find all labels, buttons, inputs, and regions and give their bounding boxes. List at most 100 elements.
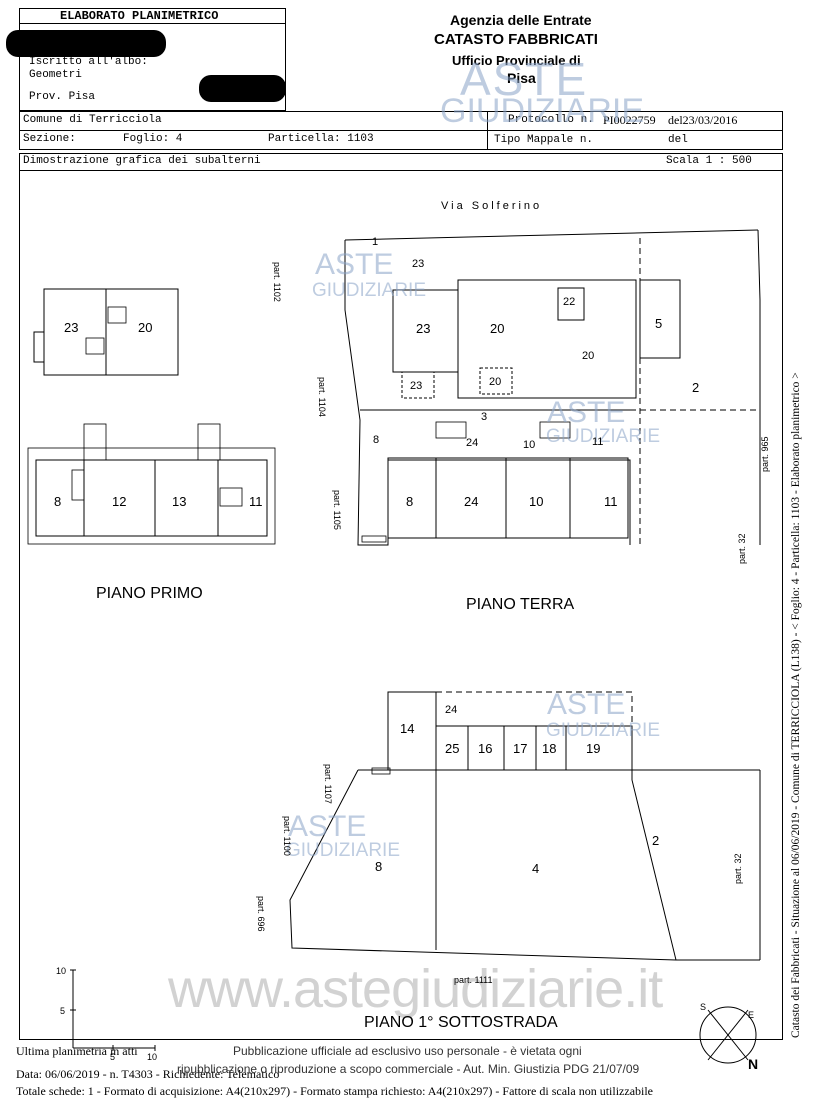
parcel-label: part. 965 xyxy=(760,436,770,472)
header-title-divider xyxy=(19,23,286,24)
protocollo-date: del23/03/2016 xyxy=(668,113,738,127)
iscritto-label: Iscritto all'albo: xyxy=(29,56,148,68)
unit-label: 4 xyxy=(532,861,540,876)
footer-ultima: Ultima planimetria in atti xyxy=(16,1044,138,1058)
scale-tick-label: 5 xyxy=(60,1006,66,1016)
scale-tick-label: 5 xyxy=(110,1052,116,1062)
unit-label: 11 xyxy=(249,494,263,509)
header-left-box xyxy=(19,8,286,111)
terra-site xyxy=(344,229,761,546)
redaction-bar xyxy=(199,75,286,102)
parcel-label: part. 1102 xyxy=(272,262,282,302)
watermark-aste: ASTE xyxy=(460,53,589,105)
unit-label: 23 xyxy=(410,380,423,392)
floor-title: PIANO 1° SOTTOSTRADA xyxy=(364,1014,558,1031)
scala-label: Scala 1 : 500 xyxy=(666,155,752,167)
footer-data: Data: 06/06/2019 - n. T4303 - Richiedent… xyxy=(16,1067,280,1081)
compass-rose xyxy=(699,1006,757,1064)
side-situation-text: Catasto dei Fabbricati - Situazione al 0… xyxy=(790,372,802,1038)
unit-label: 12 xyxy=(112,494,127,509)
unit-label: 22 xyxy=(563,296,576,308)
dimostrazione-label: Dimostrazione grafica dei subalterni xyxy=(23,155,261,167)
compass-e-label: E xyxy=(748,1010,755,1020)
watermark-site: www.astegiudiziarie.it xyxy=(168,959,663,1019)
unit-label: 8 xyxy=(54,494,62,509)
redaction-bar xyxy=(6,30,166,57)
compass-n-label: N xyxy=(748,1056,759,1072)
ufficio-city: Pisa xyxy=(507,70,536,86)
comune-label: Comune di Terricciola xyxy=(23,114,162,126)
scale-tick-label: 10 xyxy=(147,1052,158,1062)
iscritto-value: Geometri xyxy=(29,69,82,81)
elaborato-title: ELABORATO PLANIMETRICO xyxy=(60,9,219,23)
unit-label: 23 xyxy=(416,321,431,336)
primo-upper-block xyxy=(33,288,179,376)
watermark-giudiziarie: GIUDIZIARIE xyxy=(440,92,645,130)
watermark-aste: ASTE xyxy=(547,688,626,721)
footer-pubblicazione-1: Pubblicazione ufficiale ad esclusivo uso… xyxy=(233,1044,582,1058)
parcel-label: part. 1107 xyxy=(323,764,333,804)
watermark-giudiziarie: GIUDIZIARIE xyxy=(312,280,427,301)
drawing-frame xyxy=(19,171,783,1040)
compass-s-label: S xyxy=(700,1002,707,1012)
sotto-site xyxy=(289,691,761,961)
scale-row-box xyxy=(19,153,783,171)
info-divider-h xyxy=(19,130,783,131)
unit-label: 20 xyxy=(138,320,153,335)
unit-label: 20 xyxy=(490,321,505,336)
parcel-label: part. 696 xyxy=(256,896,266,932)
unit-label: 20 xyxy=(489,376,502,388)
unit-label: 24 xyxy=(466,437,479,449)
unit-label: 23 xyxy=(412,258,425,270)
watermark-giudiziarie: GIUDIZIARIE xyxy=(546,720,661,741)
unit-label: 13 xyxy=(172,494,187,509)
unit-label: 2 xyxy=(652,833,660,848)
watermark-aste: ASTE xyxy=(547,396,626,429)
unit-label: 18 xyxy=(542,741,557,756)
unit-label: 11 xyxy=(592,436,604,448)
unit-label: 8 xyxy=(406,494,414,509)
parcel-label: part. 1111 xyxy=(454,975,493,985)
watermark-giudiziarie: GIUDIZIARIE xyxy=(546,426,661,447)
unit-label: 20 xyxy=(582,350,595,362)
unit-label: 16 xyxy=(478,741,493,756)
catasto-name: CATASTO FABBRICATI xyxy=(434,31,598,48)
protocollo-label: Protocollo n. xyxy=(508,114,594,126)
unit-label: 10 xyxy=(523,439,536,451)
watermark-giudiziarie: GIUDIZIARIE xyxy=(286,840,401,861)
footer-totale: Totale schede: 1 - Formato di acquisizio… xyxy=(16,1084,654,1098)
watermark-aste: ASTE xyxy=(288,810,367,843)
unit-label: 10 xyxy=(529,494,544,509)
foglio-label: Foglio: 4 xyxy=(123,133,183,145)
prov-label: Prov. Pisa xyxy=(29,91,96,103)
street-label: Via Solferino xyxy=(441,200,543,212)
parcel-label: part. 1100 xyxy=(282,816,292,856)
unit-label: 8 xyxy=(375,859,383,874)
unit-label: 5 xyxy=(655,316,663,331)
scale-tick-label: 10 xyxy=(56,966,67,976)
unit-label: 3 xyxy=(481,411,488,423)
unit-label: 24 xyxy=(445,704,458,716)
unit-label: 23 xyxy=(64,320,79,335)
ufficio-label: Ufficio Provinciale di xyxy=(452,53,581,68)
particella-label: Particella: 1103 xyxy=(268,133,374,145)
unit-label: 2 xyxy=(692,380,700,395)
footer-pubblicazione-2: ripubblicazione o riproduzione a scopo c… xyxy=(177,1062,640,1076)
unit-label: 19 xyxy=(586,741,601,756)
parcel-label: part. 32 xyxy=(733,853,743,884)
floor-title: PIANO TERRA xyxy=(466,596,575,613)
tipo-mappale-label: Tipo Mappale n. xyxy=(494,134,594,146)
unit-label: 17 xyxy=(513,741,528,756)
parcel-label: part. 32 xyxy=(737,533,747,564)
primo-lower-block xyxy=(27,423,276,545)
parcel-label: part. 1104 xyxy=(317,377,327,417)
unit-label: 1 xyxy=(372,236,379,248)
floor-title: PIANO PRIMO xyxy=(96,585,203,602)
unit-label: 8 xyxy=(373,434,380,446)
scale-bar-graphic xyxy=(70,969,156,1051)
sezione-label: Sezione: xyxy=(23,133,76,145)
unit-label: 14 xyxy=(400,721,415,736)
watermark-aste: ASTE xyxy=(315,248,394,281)
tipo-mappale-date: del xyxy=(668,134,688,146)
